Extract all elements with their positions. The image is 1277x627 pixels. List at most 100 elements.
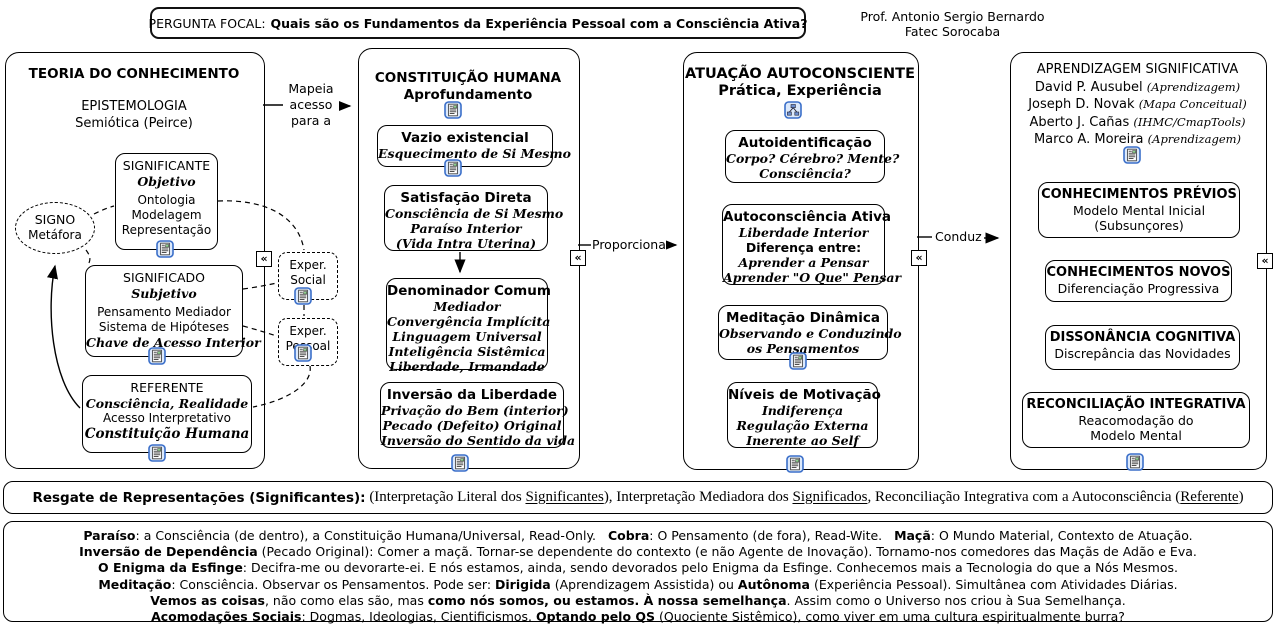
author-note: (IHMC/CmapTools): [1133, 114, 1246, 129]
resource-icon[interactable]: [148, 444, 166, 462]
resource-icon[interactable]: [156, 240, 174, 258]
node-line: Corpo? Cérebro? Mente?: [726, 151, 900, 166]
node-line: Convergência Implícita: [387, 314, 551, 329]
node-line: Mediador: [433, 299, 501, 314]
node-autoidentificacao: Autoidentificação Corpo? Cérebro? Mente?…: [725, 130, 900, 183]
footer-resgate-underlined: Referente: [1180, 489, 1239, 505]
resource-icon[interactable]: [789, 352, 807, 370]
footer-resgate-text: (Interpretação Literal dos: [365, 489, 526, 505]
node-title: Vazio existencial: [401, 130, 529, 146]
node-line: Esquecimento de Si Mesmo: [378, 146, 571, 161]
author-ausubel: David P. Ausubel (Aprendizagem): [1010, 79, 1265, 97]
node-subtitle: Consciência, Realidade: [85, 396, 249, 411]
node-conhecimentos-previos: CONHECIMENTOS PRÉVIOS Modelo Mental Inic…: [1038, 182, 1240, 238]
node-line: Modelagem: [131, 208, 202, 222]
node-line: Representação: [121, 223, 212, 237]
column-title-line: ATUAÇÃO AUTOCONSCIENTE: [685, 66, 915, 82]
node-title: SIGNIFICANTE: [122, 158, 211, 173]
node-line: Modelo Mental Inicial: [1072, 203, 1206, 218]
node-significado: SIGNIFICADO Subjetivo Pensamento Mediado…: [85, 265, 261, 357]
node-line: Diferença entre:: [745, 240, 862, 255]
node-title: Satisfação Direta: [400, 190, 532, 206]
collapse-icon[interactable]: «: [256, 251, 272, 267]
node-line: Privação do Bem (interior): [381, 403, 569, 418]
author-name: Aberto J. Cañas: [1029, 114, 1130, 130]
node-line: Observando e Conduzindo: [719, 326, 902, 341]
node-title: Inversão da Liberdade: [386, 387, 558, 403]
footer-resgate-lead: Resgate de Representações (Significantes…: [32, 489, 366, 506]
resource-icon[interactable]: [294, 287, 312, 305]
node-title: SIGNIFICADO: [123, 270, 205, 285]
node-line: Metáfora: [28, 228, 82, 242]
author-name: Marco A. Moreira: [1033, 132, 1144, 147]
node-vazio-existencial: Vazio existencial Esquecimento de Si Mes…: [377, 125, 571, 167]
footer-resgate-text: ): [1238, 489, 1244, 505]
resource-icon[interactable]: [1126, 453, 1144, 471]
resource-icon[interactable]: [294, 344, 312, 362]
node-referente: REFERENTE Consciência, Realidade Acesso …: [82, 375, 252, 453]
column-aprendizagem-title: APRENDIZAGEM SIGNIFICATIVA David P. Ausu…: [1010, 62, 1265, 149]
node-line: Paraíso Interior: [410, 221, 522, 236]
link-label-proporciona: Proporciona: [592, 237, 666, 253]
collapse-icon[interactable]: «: [911, 250, 927, 266]
link-label-line: acesso: [289, 97, 333, 112]
author-name: David P. Ausubel: [1034, 79, 1143, 95]
collapse-icon[interactable]: «: [570, 250, 586, 266]
node-line: Inteligência Sistêmica: [388, 344, 546, 359]
author-canas: Aberto J. Cañas (IHMC/CmapTools): [1010, 114, 1265, 132]
node-line: Exper.: [289, 324, 327, 338]
node-title: CONHECIMENTOS PRÉVIOS: [1041, 187, 1237, 202]
node-line: Liberdade, Irmandade: [389, 359, 545, 374]
resource-icon[interactable]: [444, 101, 462, 119]
node-line: Pensamento Mediador: [97, 305, 231, 319]
node-line: Social: [290, 273, 326, 287]
node-line: (Subsunçores): [1094, 218, 1184, 233]
resource-icon[interactable]: [148, 347, 166, 365]
link-label-line: para a: [290, 113, 332, 128]
node-satisfacao-direta: Satisfação Direta Consciência de Si Mesm…: [384, 185, 564, 251]
node-line: Consciência de Si Mesmo: [385, 206, 564, 221]
node-title: DISSONÂNCIA COGNITIVA: [1049, 330, 1236, 345]
column-title-line: APRENDIZAGEM SIGNIFICATIVA: [1036, 62, 1239, 77]
author-name: Joseph D. Novak: [1028, 97, 1135, 112]
node-title: Autoconsciência Ativa: [723, 209, 891, 225]
concept-map-icon[interactable]: [784, 101, 802, 119]
node-line: Regulação Externa: [736, 418, 869, 433]
node-line: Chave de Acesso Interior: [86, 335, 261, 350]
footer-resgate-text: ), Interpretação Mediadora dos: [603, 489, 793, 505]
footer-resgate-underlined: Significados: [792, 489, 868, 505]
node-dissonancia-cognitiva: DISSONÂNCIA COGNITIVA Discrepância das N…: [1045, 325, 1240, 370]
node-line: (Vida Intra Uterina): [395, 236, 537, 251]
node-line: Aprender "O Que" Pensar: [723, 270, 902, 285]
node-title: Níveis de Motivação: [728, 387, 881, 403]
node-line: Discrepância das Novidades: [1054, 346, 1231, 361]
node-line: Pecado (Defeito) Original: [382, 418, 562, 433]
node-line: Inerente ao Self: [746, 433, 859, 448]
node-title: Meditação Dinâmica: [726, 310, 880, 326]
note-line-esfinge: O Enigma da Esfinge: Decifra-me ou devor…: [98, 560, 1178, 576]
collapse-icon[interactable]: «: [1257, 253, 1273, 269]
node-line: Aprender a Pensar: [738, 255, 869, 270]
resource-icon[interactable]: [451, 454, 469, 472]
note-line-inversao: Inversão de Dependência (Pecado Original…: [79, 544, 1197, 560]
column-title-line: Aprofundamento: [403, 87, 533, 103]
note-line-paraiso: Paraíso: a Consciência (de dentro), a Co…: [83, 528, 1193, 543]
note-line-meditacao: Meditação: Consciência. Observar os Pens…: [98, 576, 1178, 592]
node-line: Liberdade Interior: [738, 225, 869, 240]
author-moreira: Marco A. Moreira (Aprendizagem): [1010, 131, 1265, 149]
node-autoconsciencia-ativa: Autoconsciência Ativa Liberdade Interior…: [722, 204, 902, 285]
epistemologia-line: EPISTEMOLOGIA: [81, 99, 187, 114]
focal-question-box: PERGUNTA FOCAL: Quais são os Fundamentos…: [149, 7, 807, 39]
author-note: (Mapa Conceitual): [1138, 97, 1247, 111]
node-line: Ontologia: [137, 193, 196, 207]
node-title: RECONCILIAÇÃO INTEGRATIVA: [1026, 397, 1246, 412]
resource-icon[interactable]: [1123, 146, 1141, 164]
resource-icon[interactable]: [444, 159, 462, 177]
resource-icon[interactable]: [786, 455, 804, 473]
author-note: (Aprendizagem): [1147, 132, 1242, 146]
column-constituicao-title: CONSTITUIÇÃO HUMANA Aprofundamento: [358, 70, 578, 104]
node-inversao-liberdade: Inversão da Liberdade Privação do Bem (i…: [380, 382, 575, 448]
node-line: os Pensamentos: [746, 341, 860, 356]
link-label-line: Mapeia: [288, 81, 334, 96]
